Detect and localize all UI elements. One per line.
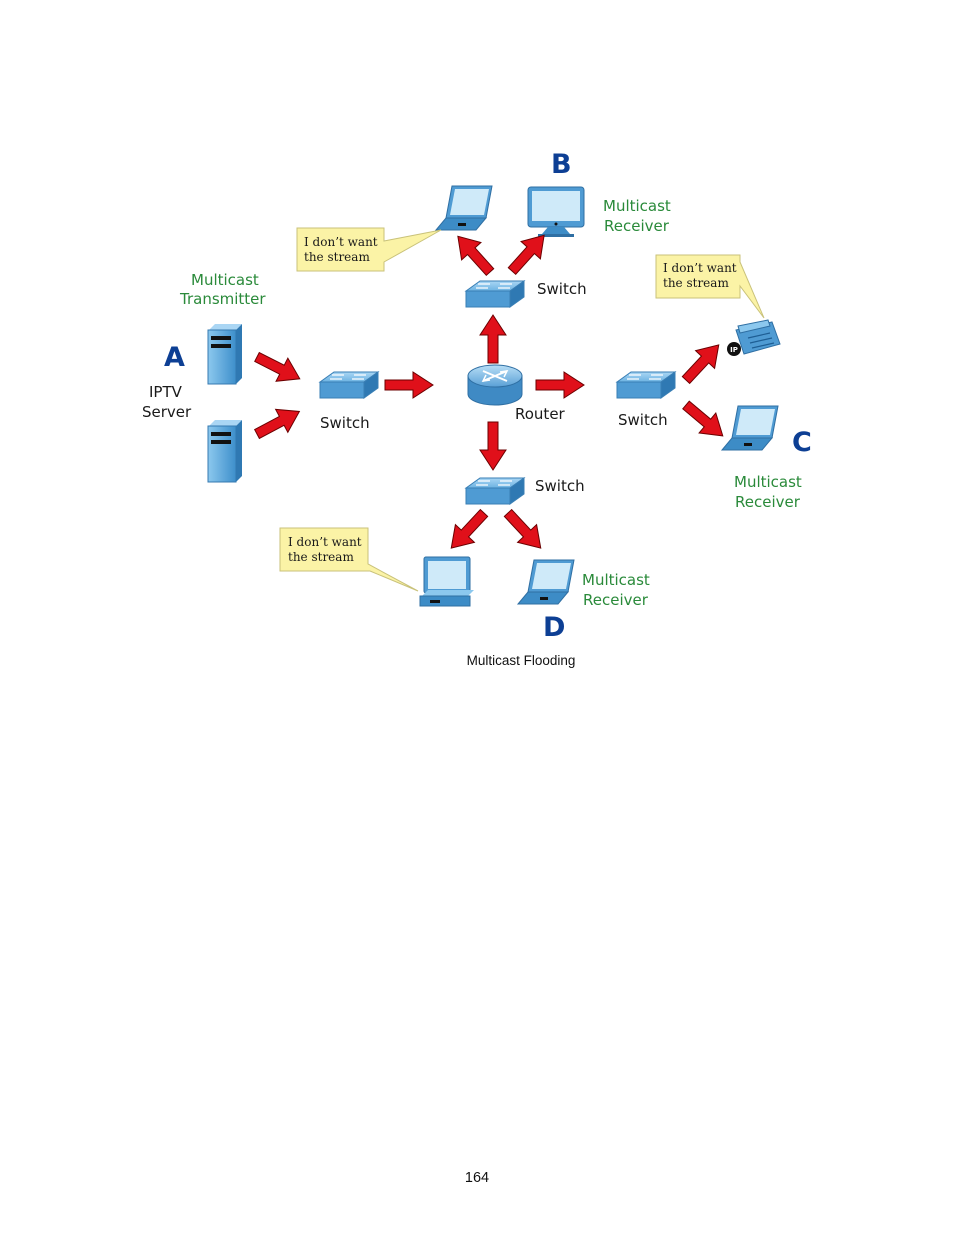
arrow-icon — [447, 227, 501, 282]
switch-top-icon — [465, 280, 525, 308]
arrow-icon — [479, 314, 507, 364]
transmitter-label-2: Transmitter — [179, 290, 266, 308]
switch-right-icon — [616, 371, 676, 399]
switch-bottom-label: Switch — [535, 477, 585, 495]
receiver-d-label-2: Receiver — [583, 591, 649, 609]
receiver-c-label-1: Multicast — [734, 473, 802, 491]
letter-b: B — [551, 149, 572, 180]
callout-c: I don’t want the stream — [655, 254, 765, 319]
letter-c: C — [792, 427, 812, 458]
letter-a: A — [164, 342, 185, 373]
transmitter-label-1: Multicast — [191, 271, 259, 289]
svg-text:the stream: the stream — [663, 276, 729, 290]
page-number: 164 — [464, 1170, 490, 1186]
svg-text:I don’t want: I don’t want — [304, 235, 378, 249]
svg-text:the stream: the stream — [288, 550, 354, 564]
callout-d-line-2: the stream — [288, 550, 354, 564]
laptop-d-icon — [517, 559, 575, 605]
laptop-c-icon — [721, 405, 779, 451]
router-label: Router — [515, 405, 566, 423]
iptv-server-label-2: Server — [142, 403, 192, 421]
arrow-icon — [441, 503, 495, 558]
callout-d: I don’t want the stream — [279, 527, 419, 592]
letter-d: D — [543, 612, 565, 643]
callout-c-line-1: I don’t want — [663, 261, 737, 275]
switch-left-label: Switch — [320, 414, 370, 432]
svg-text:I don’t want: I don’t want — [663, 261, 737, 275]
iptv-server-label-1: IPTV — [149, 383, 183, 401]
arrow-icon — [250, 399, 306, 446]
router-icon — [467, 364, 523, 406]
arrow-icon — [479, 421, 507, 471]
svg-text:Receiver: Receiver — [735, 493, 801, 511]
callout-b: I don’t want the stream — [296, 227, 442, 272]
switch-top-label: Switch — [537, 280, 587, 298]
arrow-icon — [384, 371, 434, 399]
multicast-flooding-diagram: IP I don’t want the stream I don’t want … — [142, 149, 812, 643]
switch-bottom-icon — [465, 477, 525, 505]
callout-b-line-1: I don’t want — [304, 235, 378, 249]
arrow-icon — [535, 371, 585, 399]
laptop-b-icon — [435, 185, 493, 231]
arrow-icon — [675, 335, 729, 390]
receiver-c-label-2: Receiver — [735, 493, 801, 511]
svg-text:Receiver: Receiver — [583, 591, 649, 609]
svg-text:Multicast: Multicast — [734, 473, 802, 491]
svg-text:Server: Server — [142, 403, 192, 421]
ip-phone-icon: IP — [727, 319, 781, 356]
svg-text:Multicast: Multicast — [603, 197, 671, 215]
receiver-b-label-1: Multicast — [603, 197, 671, 215]
receiver-b-label-2: Receiver — [604, 217, 670, 235]
arrow-icon — [497, 503, 551, 558]
callout-b-line-2: the stream — [304, 250, 370, 264]
switch-left-icon — [319, 371, 379, 399]
svg-text:Multicast: Multicast — [582, 571, 650, 589]
switch-right-label: Switch — [618, 411, 668, 429]
svg-text:the stream: the stream — [304, 250, 370, 264]
arrow-icon — [250, 344, 307, 391]
svg-text:Receiver: Receiver — [604, 217, 670, 235]
server-icon — [207, 324, 242, 385]
svg-text:Multicast: Multicast — [191, 271, 259, 289]
server-icon — [207, 420, 242, 483]
callout-c-line-2: the stream — [663, 276, 729, 290]
svg-text:IPTV: IPTV — [149, 383, 183, 401]
figure-caption: Multicast Flooding — [466, 653, 576, 668]
svg-text:Transmitter: Transmitter — [179, 290, 266, 308]
callout-d-line-1: I don’t want — [288, 535, 362, 549]
desktop-monitor-icon — [527, 186, 585, 237]
receiver-d-label-1: Multicast — [582, 571, 650, 589]
arrow-icon — [677, 394, 732, 447]
desktop-computer-icon — [419, 556, 474, 607]
svg-text:I don’t want: I don’t want — [288, 535, 362, 549]
ip-badge: IP — [730, 346, 738, 354]
